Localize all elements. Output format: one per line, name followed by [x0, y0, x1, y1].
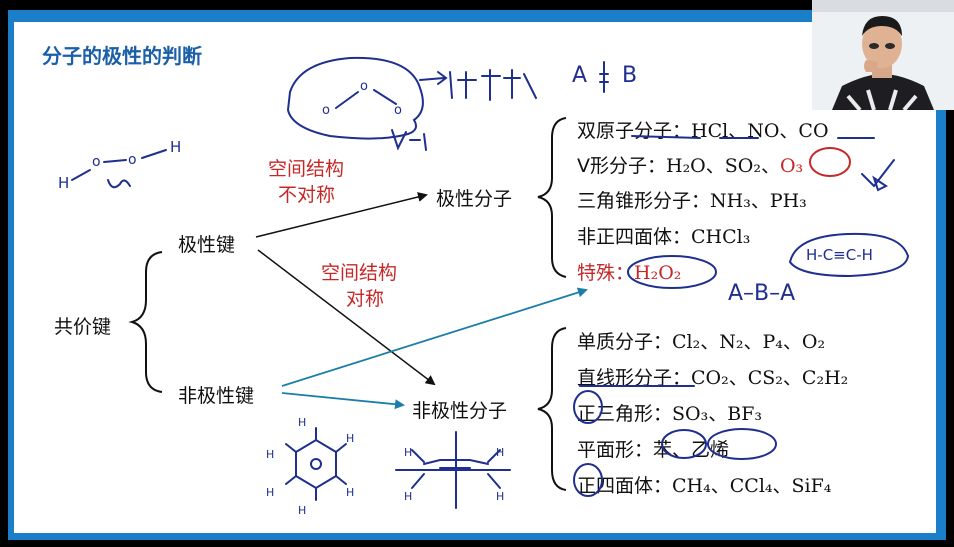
sym-label-line2: 对称	[346, 288, 385, 310]
special-label: 特殊：	[577, 262, 635, 284]
vshape-formula: H₂O、SO₂、	[666, 155, 780, 177]
pyramid-formula: NH₃、PH₃	[710, 190, 807, 212]
tetra-formula: CH₄、CCl₄、SiF₄	[672, 475, 832, 497]
webcam-top-strip	[812, 0, 954, 12]
elemental-formula: Cl₂、N₂、P₄、O₂	[672, 331, 826, 353]
planar-item2: 乙烯	[691, 439, 730, 461]
linear-formula: CO₂、CS₂、C₂H₂	[691, 367, 849, 389]
nontetra-label: 非正四面体：	[577, 226, 692, 248]
triangle-formula: SO₃、BF₃	[672, 403, 762, 425]
nonpolar-bond-label: 非极性键	[178, 385, 255, 407]
nonpolar-item-tetra: 正四面体：CH₄、CCl₄、SiF₄	[577, 471, 831, 498]
webcam-presenter	[812, 0, 954, 110]
polar-item-special: 特殊：H₂O₂	[577, 258, 681, 285]
slide-title: 分子的极性的判断	[42, 44, 202, 68]
planar-label: 平面形：	[577, 439, 654, 461]
polar-item-pyramid: 三角锥形分子：NH₃、PH₃	[577, 186, 807, 213]
planar-sep: 、	[672, 439, 692, 461]
vshape-highlight: O₃	[779, 155, 804, 177]
special-formula: H₂O₂	[634, 262, 682, 284]
polar-item-nontetra: 非正四面体：CHCl₃	[577, 222, 750, 249]
diatomic-no: 、NO	[728, 120, 780, 142]
triangle-label: 正三角形：	[577, 403, 673, 425]
elemental-label: 单质分子：	[577, 331, 673, 353]
polar-item-vshape: V形分子：H₂O、SO₂、O₃	[577, 151, 803, 178]
diatomic-label: 双原子分子：	[577, 120, 692, 142]
polar-item-diatomic: 双原子分子：HCl、NO、CO	[577, 116, 829, 143]
polar-bond-label: 极性键	[178, 234, 236, 256]
presenter-icon	[812, 12, 954, 110]
sym-label-line1: 空间结构	[321, 262, 398, 284]
asym-label-line1: 空间结构	[268, 158, 345, 180]
asym-label-line2: 不对称	[278, 184, 336, 206]
nonpolar-item-linear: 直线形分子：CO₂、CS₂、C₂H₂	[577, 363, 848, 390]
nontetra-formula: CHCl₃	[691, 226, 751, 248]
planar-item1: 苯	[653, 439, 673, 461]
tetra-label: 正四面体：	[577, 475, 673, 497]
linear-label: 直线形分子：	[577, 367, 692, 389]
slide	[14, 22, 936, 533]
nonpolar-item-triangle: 正三角形：SO₃、BF₃	[577, 399, 762, 426]
diatomic-hcl: HCl	[691, 120, 729, 142]
nonpolar-item-elemental: 单质分子：Cl₂、N₂、P₄、O₂	[577, 327, 825, 354]
diatomic-co: 、CO	[779, 120, 829, 142]
pyramid-label: 三角锥形分子：	[577, 190, 711, 212]
vshape-label: V形分子：	[577, 155, 666, 177]
nonpolar-item-planar: 平面形：苯、乙烯	[577, 435, 729, 462]
root-label: 共价键	[54, 316, 112, 338]
nonpolar-molecule-label: 非极性分子	[412, 400, 508, 422]
polar-molecule-label: 极性分子	[436, 188, 513, 210]
